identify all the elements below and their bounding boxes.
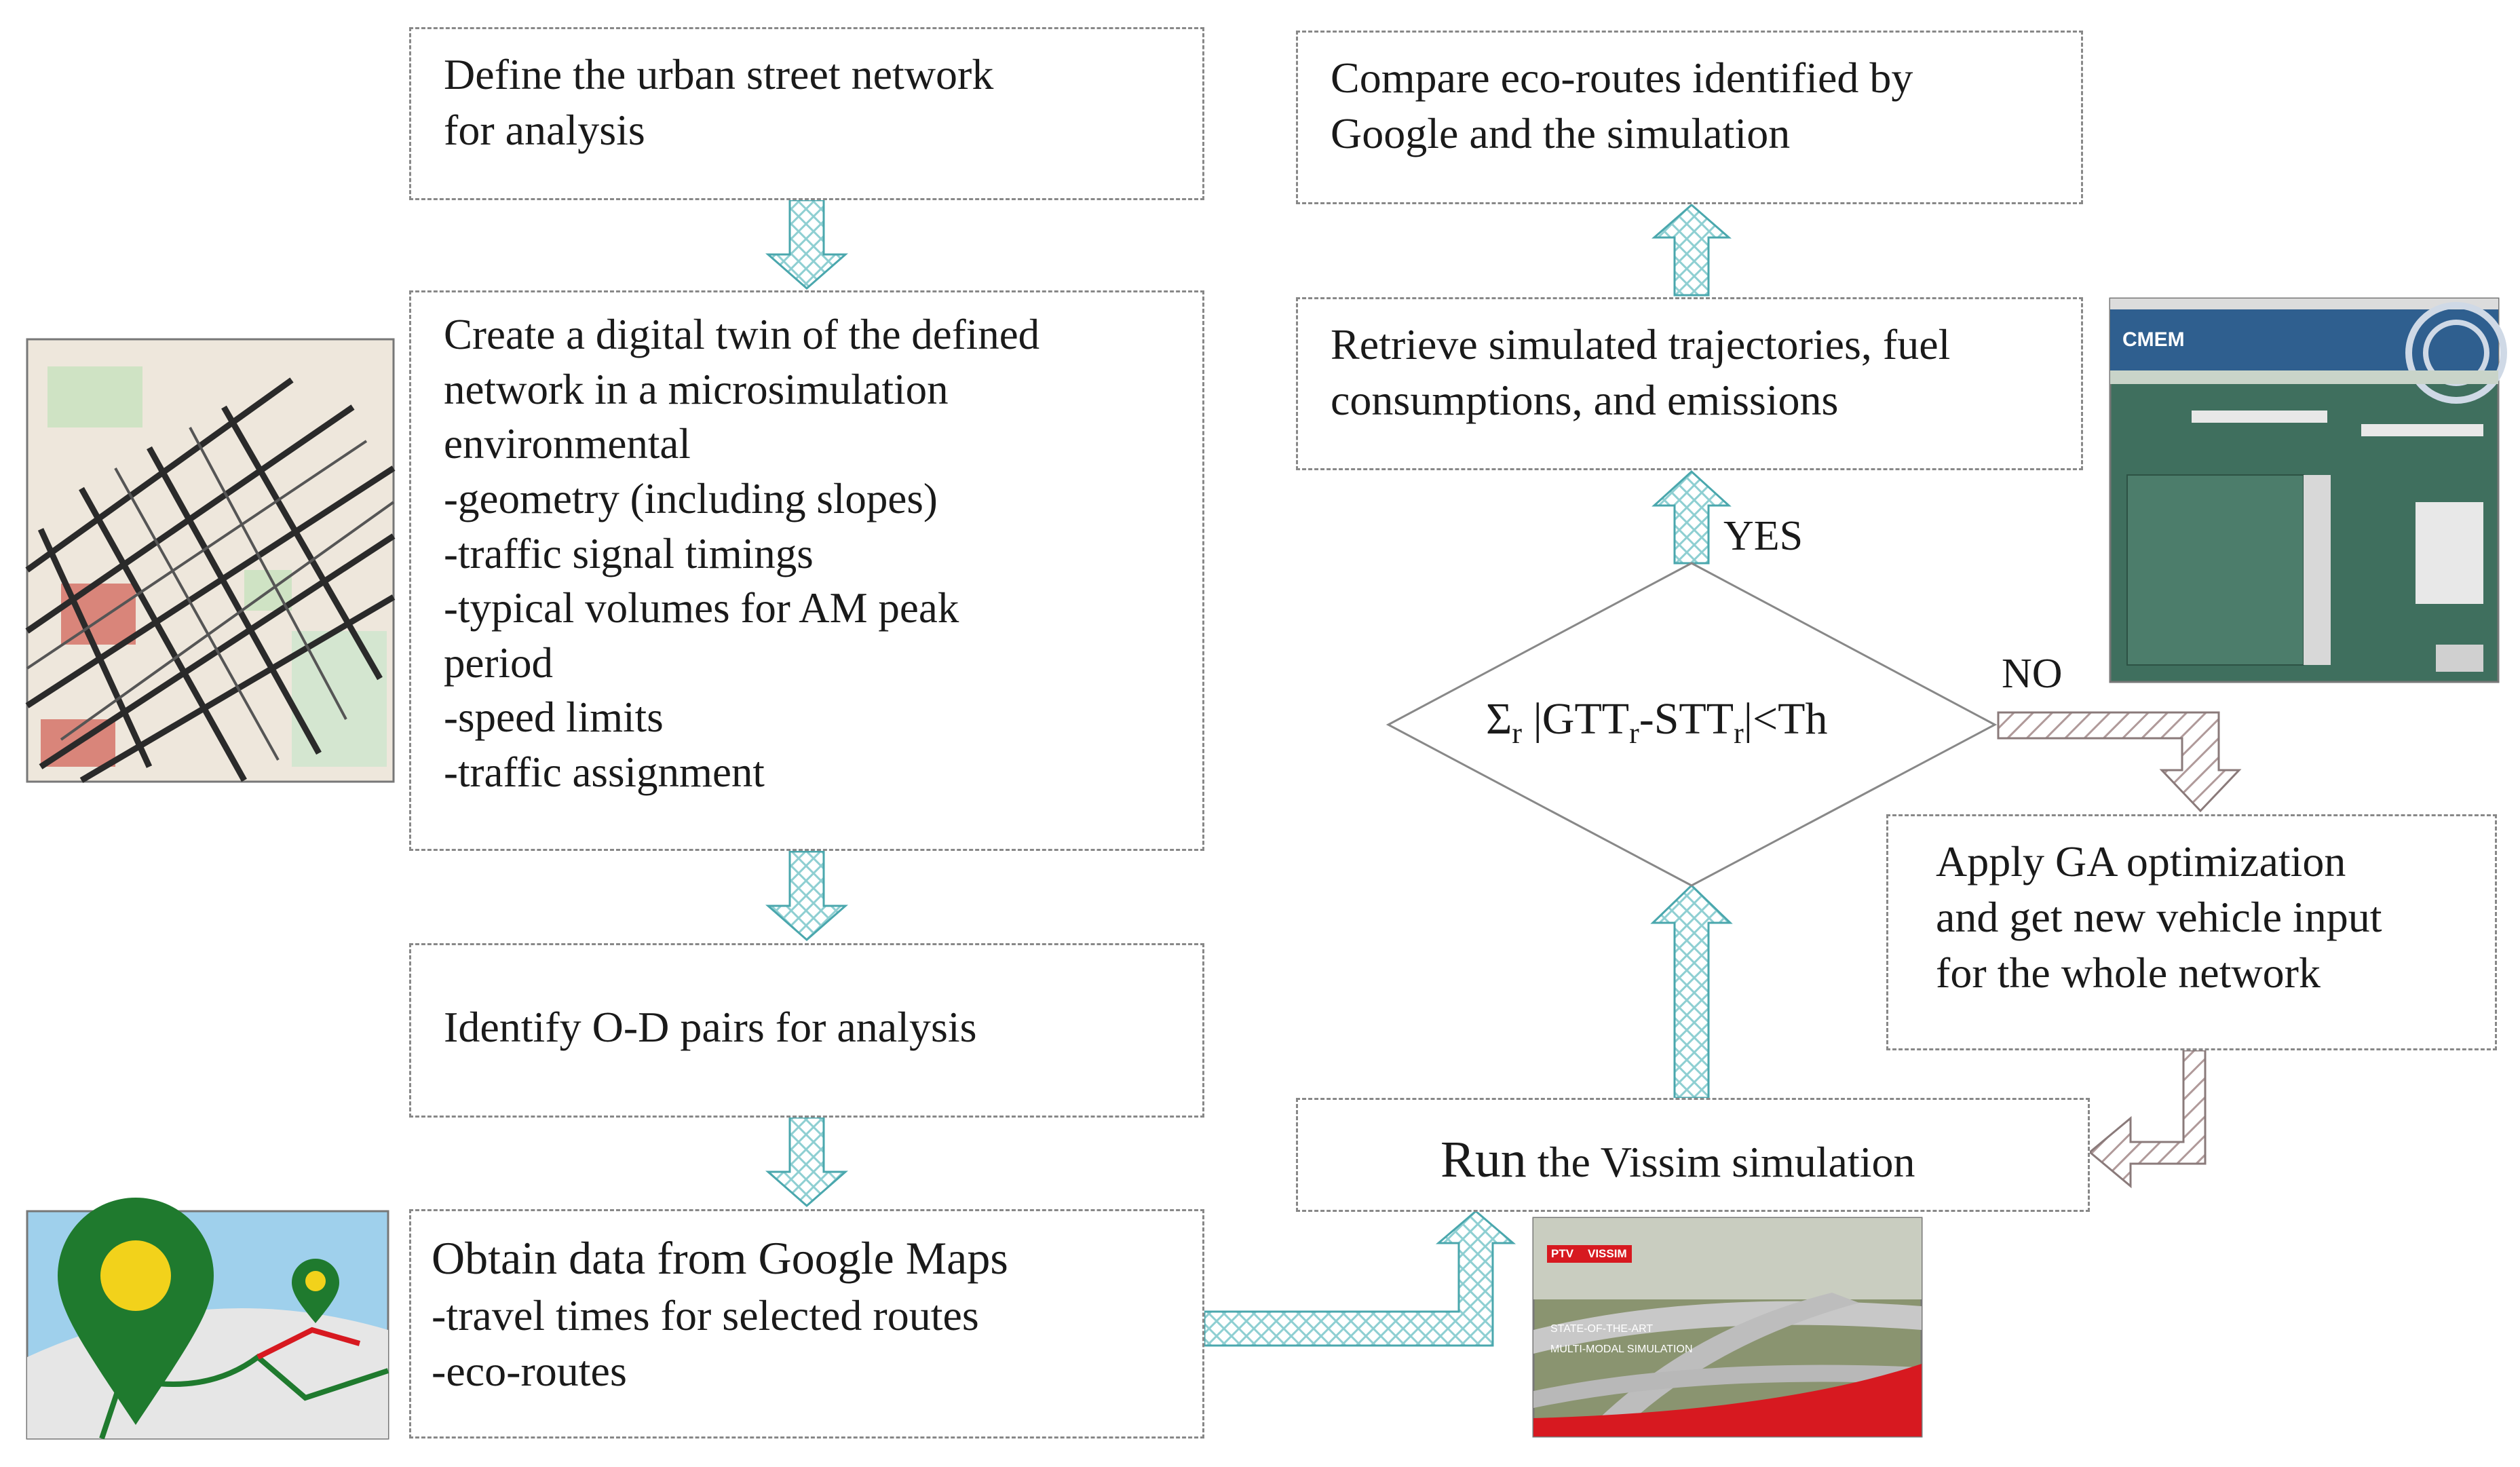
box-retrieve-trajectories: Retrieve simulated trajectories, fuel co… — [1296, 297, 2083, 470]
decision-sub-r-3: r — [1734, 717, 1744, 750]
box-twin-line-4: -geometry (including slopes) — [444, 474, 938, 522]
arrow-decision-to-retrieve — [1652, 470, 1732, 565]
box-digital-twin: Create a digital twin of the defined net… — [409, 290, 1204, 851]
box-obtain-line-3: -eco-routes — [432, 1346, 627, 1395]
label-yes: YES — [1723, 513, 1803, 559]
box-obtain-line-2: -travel times for selected routes — [432, 1291, 979, 1340]
vissim-thumbnail — [1532, 1217, 1923, 1438]
box-define-line-2: for analysis — [444, 105, 645, 154]
box-define-network: Define the urban street network for anal… — [409, 27, 1204, 200]
box-identify-line-1: Identify O-D pairs for analysis — [444, 1003, 977, 1051]
box-compare-routes: Compare eco-routes identified by Google … — [1296, 31, 2083, 204]
box-apply-ga: Apply GA optimization and get new vehicl… — [1886, 814, 2497, 1050]
decision-sigma: Σ — [1486, 694, 1512, 744]
box-run-line: Run the Vissim simulation — [1440, 1127, 2055, 1193]
street-map-thumbnail — [25, 338, 396, 783]
box-compare-line-2: Google and the simulation — [1331, 109, 1791, 157]
arrow-obtain-to-run — [1203, 1210, 1516, 1347]
box-obtain-google: Obtain data from Google Maps -travel tim… — [409, 1209, 1204, 1439]
box-twin-line-7: period — [444, 639, 553, 687]
box-twin-line-2: network in a microsimulation — [444, 365, 949, 413]
decision-sub-r-2: r — [1629, 717, 1639, 750]
arrow-twin-to-identify — [765, 850, 848, 941]
cmem-software-thumbnail — [2109, 297, 2507, 683]
arrow-define-to-twin — [765, 199, 848, 290]
box-retrieve-line-2: consumptions, and emissions — [1331, 375, 1839, 424]
box-define-line-1: Define the urban street network — [444, 50, 994, 98]
vissim-line-1: STATE-OF-THE-ART — [1550, 1323, 1654, 1335]
label-no: NO — [2002, 651, 2063, 697]
run-word: Run — [1440, 1131, 1527, 1188]
box-twin-line-3: environmental — [444, 420, 691, 468]
arrow-apply-to-run — [2088, 1049, 2207, 1189]
box-twin-line-6: -typical volumes for AM peak — [444, 584, 959, 632]
decision-sub-r-1: r — [1512, 717, 1523, 750]
box-obtain-line-1: Obtain data from Google Maps — [432, 1232, 1008, 1284]
box-twin-line-9: -traffic assignment — [444, 748, 765, 796]
box-run-vissim: Run the Vissim simulation — [1296, 1098, 2090, 1212]
decision-body: |GTT — [1522, 694, 1630, 744]
box-compare-line-1: Compare eco-routes identified by — [1331, 54, 1913, 102]
decision-minus: -STT — [1639, 694, 1734, 744]
arrow-identify-to-obtain — [765, 1116, 848, 1207]
box-apply-line-1: Apply GA optimization — [1936, 837, 2346, 885]
box-twin-line-8: -speed limits — [444, 693, 664, 742]
run-rest: the Vissim simulation — [1526, 1138, 1915, 1186]
arrow-run-to-decision — [1650, 883, 1733, 1099]
box-apply-line-3: for the whole network — [1936, 948, 2321, 997]
vissim-ptv: PTV — [1551, 1247, 1574, 1260]
arrow-retrieve-to-compare — [1652, 204, 1732, 297]
decision-condition: Σr |GTTr-STTr|<Th — [1486, 693, 1827, 750]
box-twin-line-5: -traffic signal timings — [444, 529, 814, 577]
vissim-brand: VISSIM — [1588, 1247, 1627, 1260]
decision-tail: |<Th — [1743, 694, 1828, 744]
box-twin-line-1: Create a digital twin of the defined — [444, 311, 1040, 358]
box-identify-od: Identify O-D pairs for analysis — [409, 943, 1204, 1118]
box-apply-line-2: and get new vehicle input — [1936, 892, 2382, 941]
box-retrieve-line-1: Retrieve simulated trajectories, fuel — [1331, 320, 1951, 368]
arrow-no-to-apply — [1997, 711, 2242, 813]
decision-diamond — [1386, 562, 1998, 887]
google-maps-thumbnail — [26, 1198, 389, 1440]
vissim-line-2: MULTI-MODAL SIMULATION — [1550, 1344, 1693, 1355]
cmem-title: CMEM — [2122, 328, 2185, 351]
